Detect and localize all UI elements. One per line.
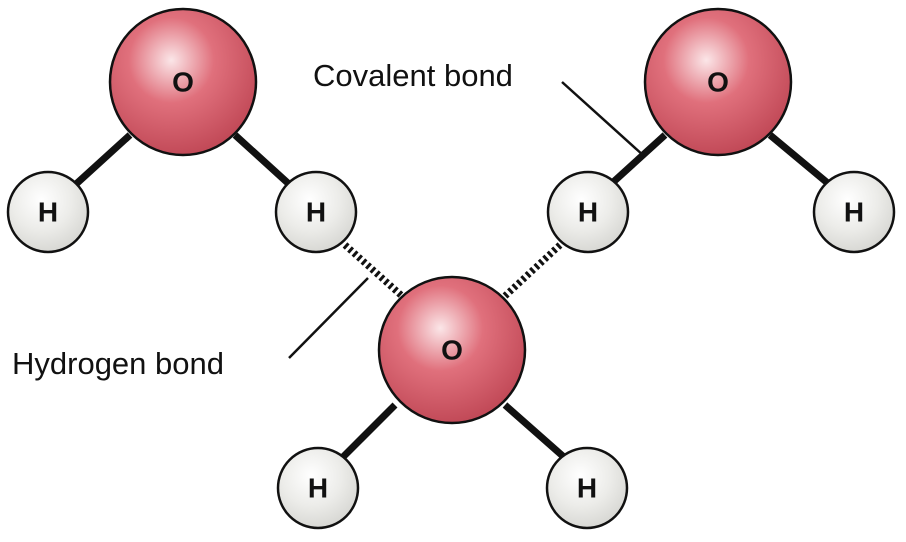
covalent-bond-label: Covalent bond — [313, 58, 513, 93]
callout-leaders — [288, 81, 645, 359]
water-molecule-left: O H H — [6, 7, 358, 254]
hydrogen-atom: H — [546, 170, 630, 254]
covalent-bond-leader — [561, 81, 645, 157]
hydrogen-bond-label: Hydrogen bond — [12, 346, 224, 381]
oxygen-label: O — [441, 335, 463, 366]
hydrogen-label: H — [38, 197, 58, 228]
water-molecule-bottom: O H H — [276, 275, 629, 530]
oxygen-atom: O — [643, 7, 793, 157]
hydrogen-bond-right — [502, 242, 563, 299]
hydrogen-label: H — [578, 197, 598, 228]
hydrogen-bonds — [342, 242, 563, 299]
hydrogen-label: H — [577, 473, 597, 504]
covalent-bond-right-2 — [767, 132, 833, 188]
covalent-bond-right-1 — [607, 132, 668, 188]
covalent-bond-left-1 — [72, 132, 133, 188]
hydrogen-atom: H — [812, 170, 896, 254]
hydrogen-atom: H — [545, 446, 629, 530]
hydrogen-atom: H — [274, 170, 358, 254]
covalent-bond-left-2 — [232, 132, 293, 188]
oxygen-label: O — [707, 67, 729, 98]
covalent-bond-bottom-1 — [339, 402, 398, 461]
hydrogen-atom: H — [276, 446, 360, 530]
hydrogen-label: H — [844, 197, 864, 228]
water-molecule-right: O H H — [546, 7, 896, 254]
hydrogen-bond-left — [342, 242, 405, 299]
hydrogen-label: H — [308, 473, 328, 504]
covalent-bond-bottom-2 — [502, 402, 568, 461]
hydrogen-atom: H — [6, 170, 90, 254]
oxygen-atom: O — [377, 275, 527, 425]
oxygen-atom: O — [108, 7, 258, 157]
hydrogen-bond-leader — [288, 277, 369, 359]
covalent-bonds — [72, 132, 833, 461]
oxygen-label: O — [172, 67, 194, 98]
hydrogen-label: H — [306, 197, 326, 228]
